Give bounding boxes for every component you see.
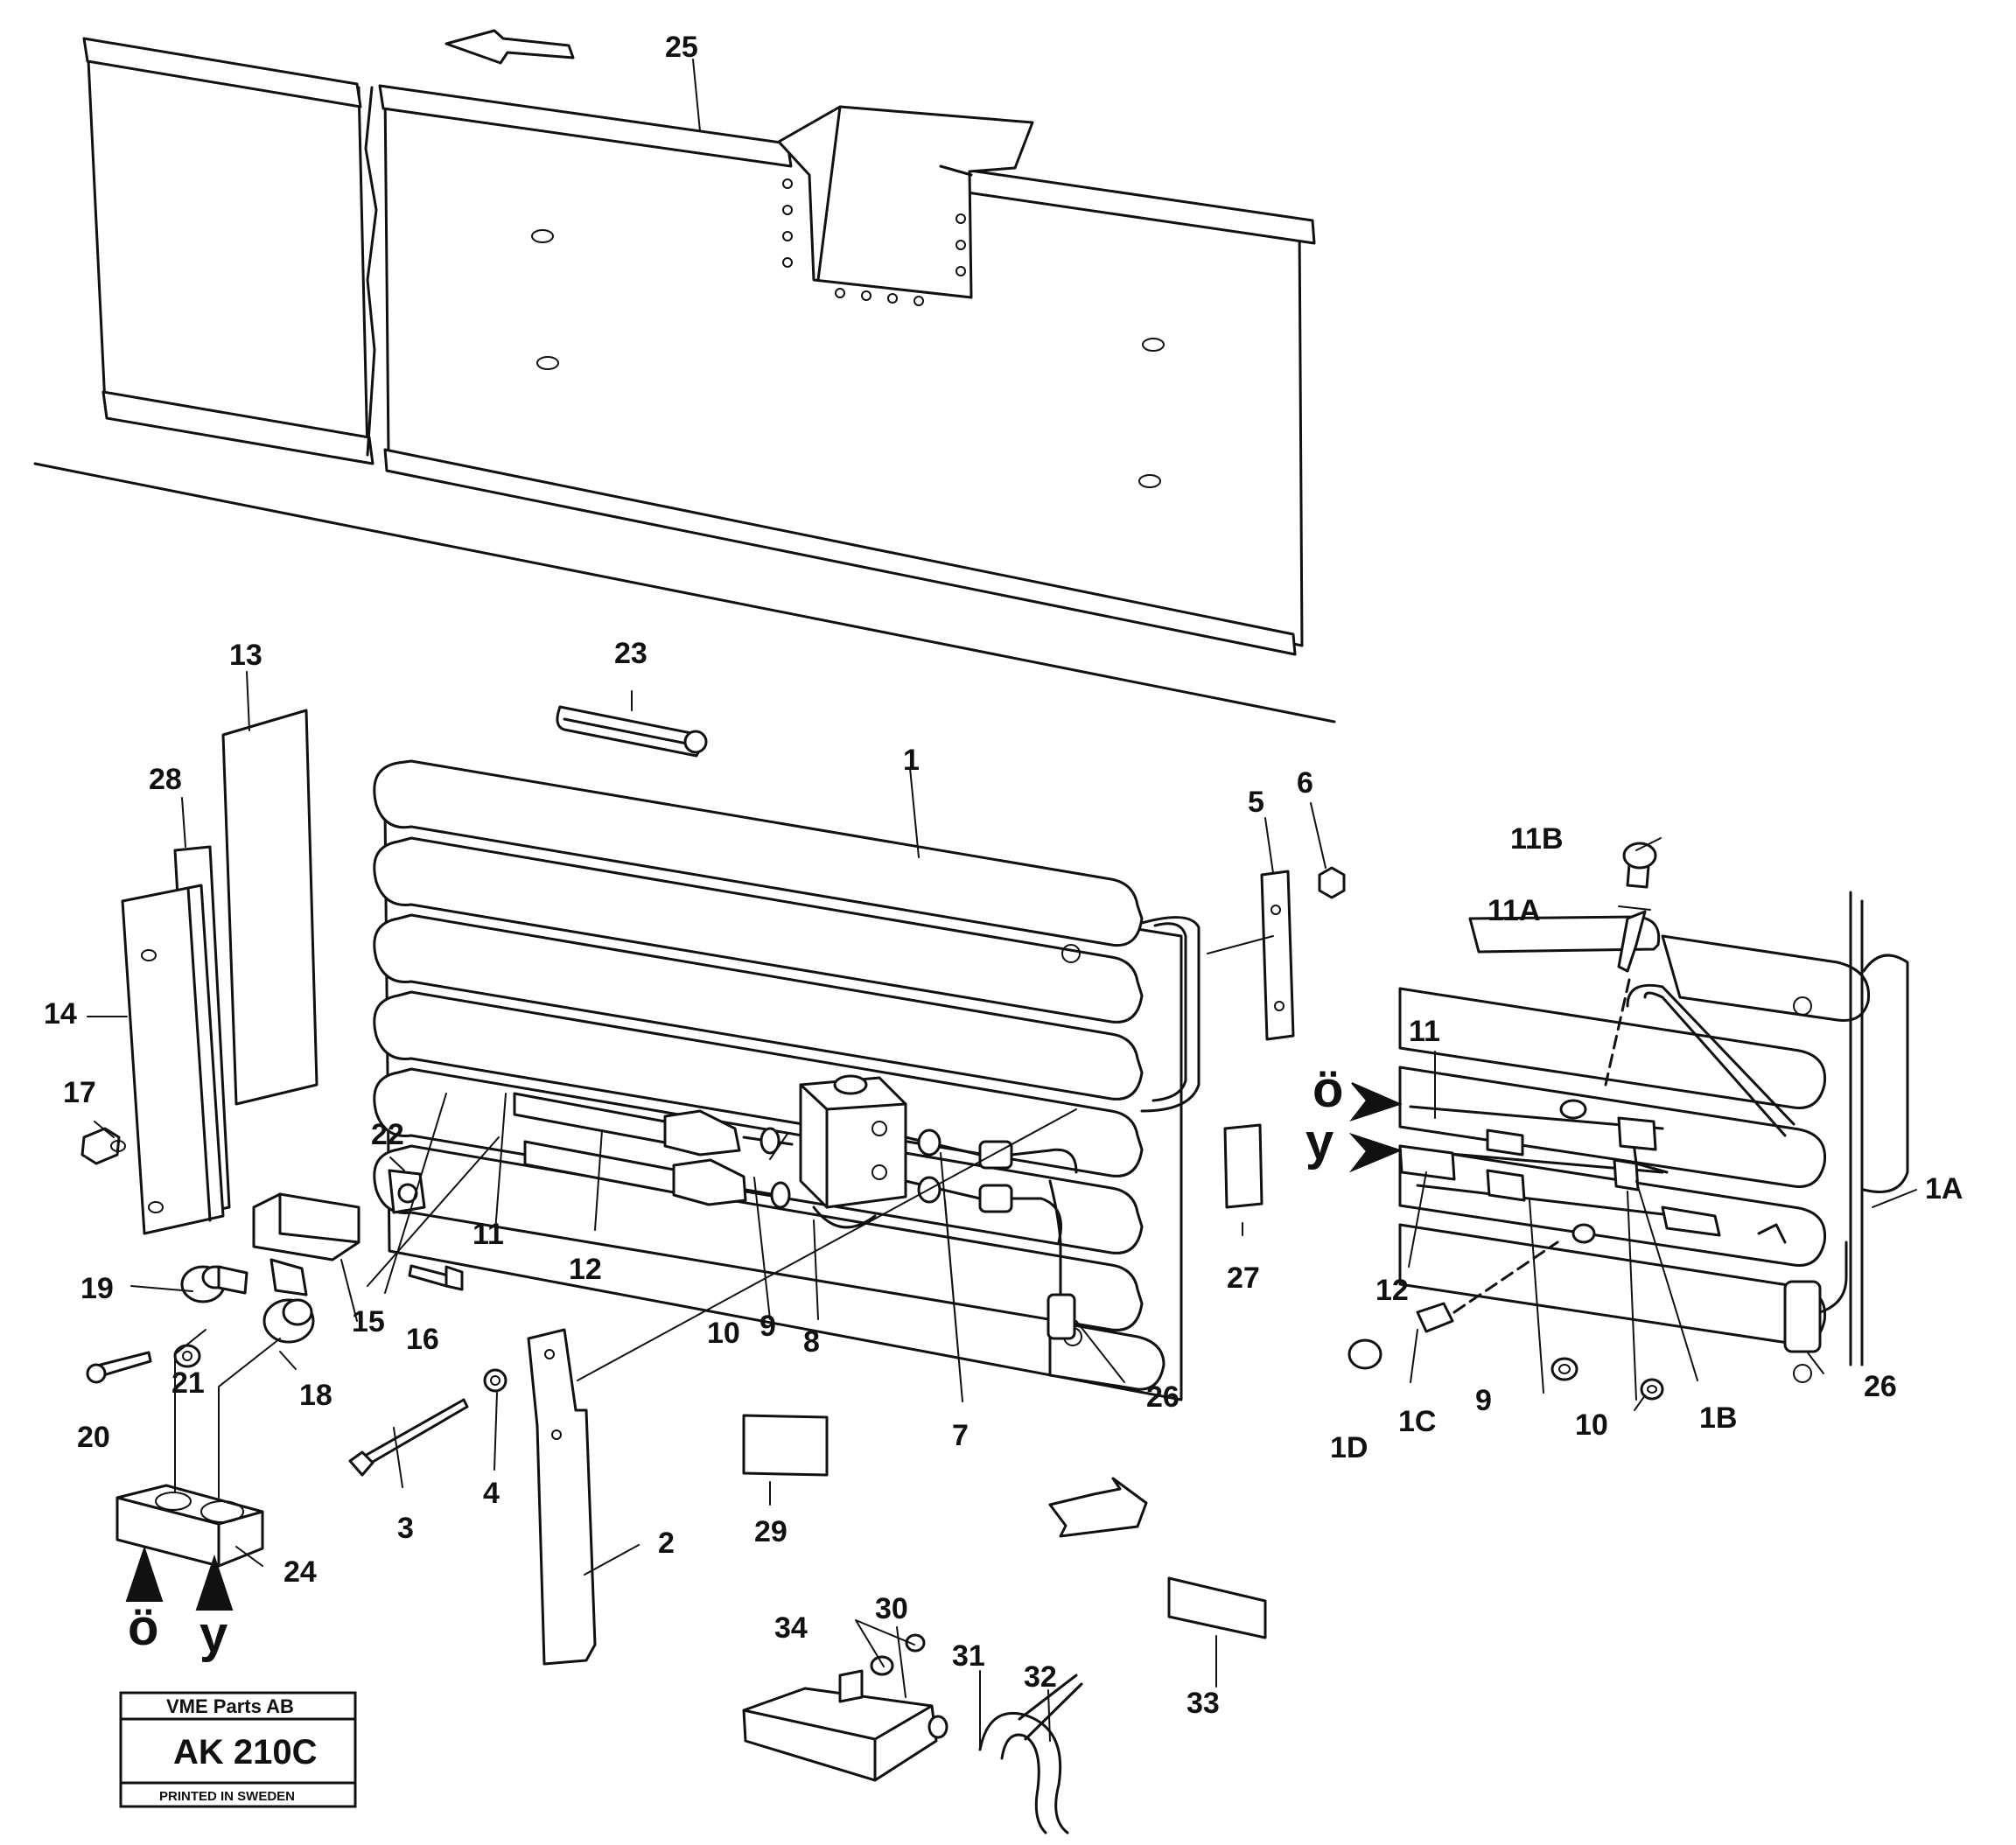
callout-2: 2 <box>658 1527 675 1560</box>
callout-32: 32 <box>1024 1660 1057 1694</box>
callout-5: 5 <box>1248 786 1264 819</box>
drain-valves <box>180 1258 315 1344</box>
callout-34: 34 <box>774 1611 808 1645</box>
callout-20: 20 <box>77 1421 110 1454</box>
callout-1A: 1A <box>1925 1172 1963 1206</box>
callout-21: 21 <box>172 1366 205 1400</box>
title-company: VME Parts AB <box>166 1695 294 1717</box>
callout-24: 24 <box>284 1555 317 1589</box>
flow-markers: ö y ö y <box>128 1061 1343 1663</box>
callout-11: 11 <box>472 1218 504 1251</box>
callout-31: 31 <box>952 1639 985 1673</box>
callout-33: 33 <box>1186 1687 1220 1720</box>
direction-arrow-bottom <box>1048 1477 1148 1538</box>
refrigerant-hoses <box>513 1092 794 1209</box>
callout-13: 13 <box>229 639 262 672</box>
drain-block <box>116 1484 264 1611</box>
detail-view-evaporator <box>1348 842 1909 1401</box>
callout-26-detail: 26 <box>1864 1370 1897 1403</box>
callout-19: 19 <box>80 1272 114 1305</box>
callout-1: 1 <box>903 744 920 777</box>
callout-1C: 1C <box>1398 1405 1436 1438</box>
callout-26: 26 <box>1146 1380 1180 1414</box>
direction-arrow-top <box>444 29 575 65</box>
floor-line <box>33 462 1336 723</box>
callout-7: 7 <box>952 1419 969 1452</box>
flow-marker-y-left: y <box>200 1606 228 1663</box>
callout-11B: 11B <box>1510 822 1564 856</box>
label-plate-33 <box>1167 1576 1267 1639</box>
drain-hose <box>978 1674 1083 1835</box>
callout-9: 9 <box>760 1310 776 1343</box>
callout-4: 4 <box>483 1477 500 1510</box>
callout-9-detail: 9 <box>1475 1384 1492 1417</box>
small-bracket <box>1260 870 1295 1041</box>
callout-29: 29 <box>754 1515 788 1548</box>
callout-11A: 11A <box>1488 894 1541 927</box>
side-bracket <box>121 884 225 1235</box>
callout-23: 23 <box>614 637 648 670</box>
callout-18: 18 <box>299 1379 332 1412</box>
grommet-strip <box>556 705 708 758</box>
leader-lines <box>87 59 1917 1751</box>
fasteners <box>80 866 1346 1477</box>
callout-17: 17 <box>63 1076 96 1109</box>
flow-marker-o-left: ö <box>128 1599 158 1656</box>
title-printed: PRINTED IN SWEDEN <box>159 1789 295 1804</box>
callout-25: 25 <box>665 31 698 64</box>
callout-12-detail: 12 <box>1376 1274 1409 1307</box>
label-plate-29 <box>742 1414 829 1477</box>
valve-fittings <box>904 1129 1078 1244</box>
evaporator-core <box>373 759 1200 1401</box>
callout-11-detail: 11 <box>1409 1015 1440 1048</box>
callout-6: 6 <box>1297 766 1313 800</box>
callout-30: 30 <box>875 1592 908 1625</box>
callout-10: 10 <box>707 1317 740 1350</box>
callout-3: 3 <box>397 1512 414 1545</box>
callout-14: 14 <box>44 997 77 1031</box>
flow-marker-y-right: y <box>1306 1114 1334 1171</box>
expansion-valve <box>799 1074 907 1229</box>
callout-10-detail: 10 <box>1575 1408 1608 1442</box>
title-block: VME Parts AB AK 210C PRINTED IN SWEDEN <box>119 1691 357 1808</box>
callout-28: 28 <box>149 763 182 796</box>
callout-12: 12 <box>569 1253 602 1286</box>
label-plate-27 <box>1223 1123 1264 1209</box>
flow-marker-o-right: ö <box>1312 1061 1343 1118</box>
callout-27: 27 <box>1227 1261 1260 1295</box>
foam-pad <box>221 709 318 1106</box>
drip-tray <box>742 1633 948 1782</box>
callout-labels: 25 23 1 13 28 14 17 22 5 6 11 12 10 9 8 … <box>44 31 1963 1720</box>
long-bracket <box>527 1328 597 1666</box>
callout-15: 15 <box>352 1305 385 1338</box>
callout-8: 8 <box>803 1325 820 1359</box>
callout-16: 16 <box>406 1323 439 1356</box>
mount-bracket <box>252 1192 360 1261</box>
title-code: AK 210C <box>173 1733 318 1772</box>
callout-1D: 1D <box>1330 1431 1368 1464</box>
cover-panel <box>82 37 1316 656</box>
callout-1B: 1B <box>1699 1401 1737 1435</box>
callout-22: 22 <box>371 1118 404 1151</box>
